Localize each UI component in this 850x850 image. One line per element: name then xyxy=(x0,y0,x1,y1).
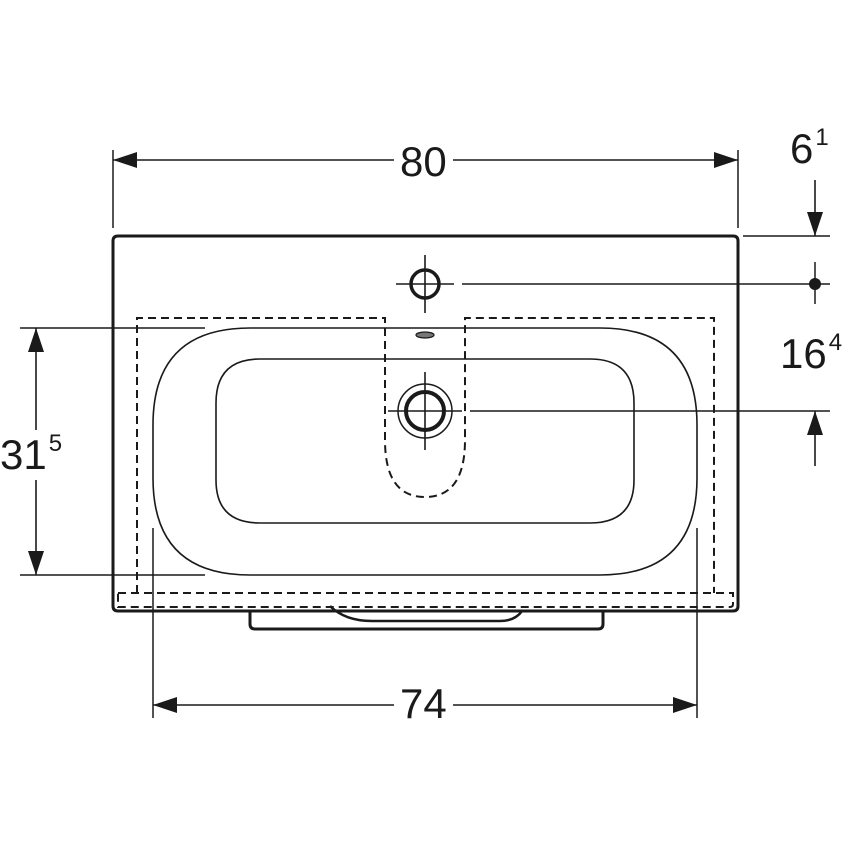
countertop-outline xyxy=(111,234,740,613)
tap-to-drain-label: 164 xyxy=(780,330,842,377)
tap-hole xyxy=(396,255,454,313)
drain-hole xyxy=(388,372,462,450)
tap-to-drain-decimal: 4 xyxy=(828,329,843,356)
basin-width-label: 74 xyxy=(394,683,453,725)
overflow-slot xyxy=(415,331,435,339)
basin-depth-decimal: 5 xyxy=(48,430,63,457)
tap-offset-decimal: 1 xyxy=(815,124,829,151)
tap-offset-label: 61 xyxy=(790,125,829,172)
basin-width-value: 74 xyxy=(400,680,447,727)
overall-width-value: 80 xyxy=(400,138,447,185)
overall-width-label: 80 xyxy=(394,141,453,183)
basin-bowl-inner xyxy=(215,358,635,524)
hidden-lines xyxy=(117,317,734,608)
basin-bowl-outer xyxy=(152,327,698,576)
dimension-tap-offset xyxy=(743,180,830,237)
basin-depth-label: 315 xyxy=(0,430,63,480)
tap-to-drain-value: 16 xyxy=(780,330,827,377)
tap-offset-value: 6 xyxy=(790,125,814,172)
dimension-tap-to-drain xyxy=(462,262,830,466)
front-handle xyxy=(248,605,605,631)
basin-depth-value: 31 xyxy=(0,431,47,478)
